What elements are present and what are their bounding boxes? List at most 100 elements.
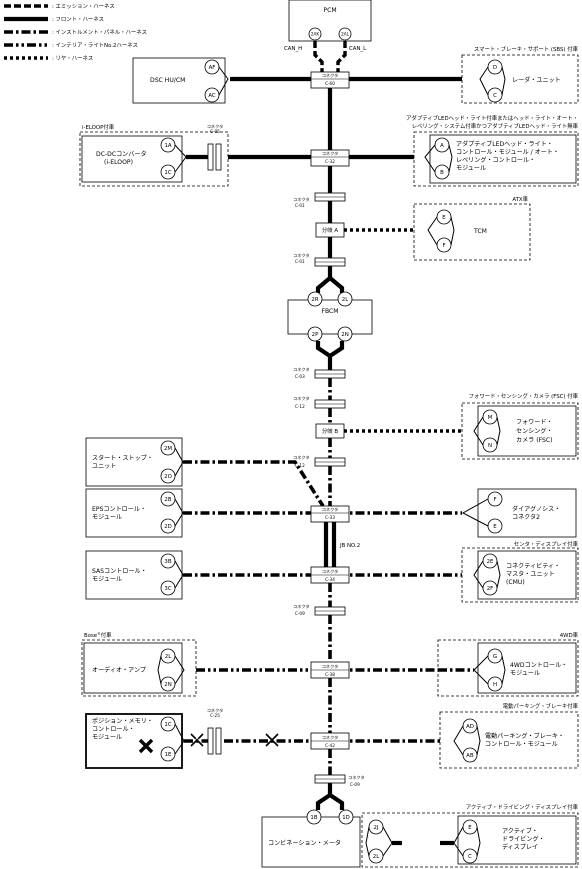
fbcm-pin-2n (337, 326, 353, 342)
sas-module[interactable]: SASコントロール・ モジュール 3B 3C (85, 550, 184, 600)
c42-label: C-42 (325, 743, 335, 748)
dcdc-module[interactable]: i-ELOOP付車 DC-DCコンバータ (i-ELOOP) 1A 1C コネク… (79, 123, 229, 187)
startstop-title-2: ユニット (92, 463, 116, 470)
dlc-pin-f-label: F (493, 497, 496, 503)
sas-pin-3b-label: 3B (164, 559, 171, 565)
tcm-module[interactable]: ATX車 E F TCM (413, 195, 531, 261)
c60-label: C-60 (325, 81, 335, 86)
alh-module[interactable]: アダプティブLEDヘッド・ライト付車またはヘッド・ライト・オート・ レベリング・… (406, 114, 579, 187)
dlc-title-1: ダイアグノシス・ (512, 505, 560, 513)
wire-fbcm-c03 (315, 341, 345, 370)
connector-c42: コネクタ C-42 (310, 732, 350, 750)
eps-pin-2b-label: 2B (164, 497, 171, 503)
fbcm-pin-2p (307, 326, 323, 342)
seat-title-1: ポジション・メモリ・ (92, 717, 153, 725)
awd-pin-h-label: H (493, 682, 497, 688)
seat-pin-1c-label: 1C (164, 722, 171, 728)
eps-module[interactable]: EPSコントロール・ モジュール 2B 2D (85, 488, 184, 538)
alh-pin-a-label: A (440, 143, 444, 149)
epb-title-1: 電動パーキング・ブレーキ・ (485, 732, 564, 740)
c03-label: C-03 (295, 374, 305, 379)
connector-c09a: コネクタ C-09 (293, 603, 346, 616)
add-pin-2j-label: 2J (373, 825, 378, 831)
c12a-label: C-12 (295, 404, 305, 409)
fsc-module[interactable]: フォワード・センシング・カメラ (FSC) 付車 M N フォワード・ センシン… (461, 392, 579, 460)
c05-tag: コネクタ (207, 123, 224, 130)
legend-label-instrument: : インストルメント・パネル・ハーネス (52, 29, 147, 36)
awd-module[interactable]: 4WD車 G H 4WDコントロール・ モジュール (437, 631, 579, 697)
add-title-1: アクティブ・ (502, 827, 538, 835)
add-module[interactable]: アクティブ・ドライビング・ディスプレイ付車 2J 2L E C アクティブ・ ド… (361, 803, 579, 868)
wire-c01-fbcm (315, 266, 345, 293)
meter-pin-1b-label: 1B (310, 815, 317, 821)
c05-label: C-05 (210, 129, 220, 134)
fbcm-pin-2l-label: 2L (342, 297, 348, 303)
awd-title-1: 4WDコントロール・ (510, 662, 567, 669)
svg-text:コネクタ: コネクタ (293, 603, 310, 610)
branch-b-label: 分岐 B (322, 427, 338, 435)
connector-c03: コネクタ C-03 (293, 366, 346, 379)
fbcm-pin-2r (307, 291, 323, 307)
dsc-pin-af-label: AF (209, 65, 216, 71)
seat-pin-1e-label: 1E (165, 752, 172, 758)
pcm-pin-2ak (308, 27, 322, 41)
radar-pin-d-label: D (493, 65, 497, 71)
eps-pin-2d-label: 2D (164, 524, 172, 530)
fsc-title-1: フォワード・ (516, 419, 553, 426)
epb-pin-ad-label: AD (466, 724, 474, 730)
meter-pin-1d-label: 1D (342, 815, 350, 821)
audio-pin-2n-label: 2N (164, 682, 171, 688)
branch-a-label: 分岐 A (322, 226, 338, 234)
dlc-pin-e-label: E (493, 524, 497, 530)
fbcm-pin-2r-label: 2R (311, 297, 318, 303)
add-pin-c-label: C (468, 854, 472, 860)
meter-module[interactable]: コンビネーション・メータ 1B 1D (261, 809, 361, 868)
legend-label-emission: : エミッション・ハーネス (52, 3, 115, 10)
audio-module[interactable]: Bose®付車 オーディオ・アンプ 2L 2N (81, 631, 197, 697)
connector-c34: コネクタ C-34 (310, 566, 350, 584)
alh-option-2: レベリング・システム付車かつアダプティブLEDヘッド・ライト無車 (412, 122, 579, 130)
epb-module[interactable]: 電動パーキング・ブレーキ付車 AD AB 電動パーキング・ブレーキ・ コントロー… (439, 702, 579, 769)
dlc-module[interactable]: F E ダイアグノシス・ コネクタ2 (461, 488, 577, 538)
fbcm-module[interactable]: FBCM 2R 2L 2P 2N (287, 291, 373, 342)
c33-label: C-33 (325, 515, 335, 520)
jb-label: JB NO.2 (339, 543, 360, 549)
cmu-title-2: マスタ・ユニット (506, 570, 555, 578)
svg-text:コネクタ: コネクタ (293, 196, 310, 203)
connector-c60: コネクタ C-60 (310, 71, 350, 89)
c38-label: C-38 (325, 672, 335, 677)
eps-title-1: EPSコントロール・ (92, 506, 146, 513)
connector-c12b: コネクタ C-12 (293, 454, 346, 468)
svg-text:コネクタ: コネクタ (293, 252, 310, 259)
radar-module[interactable]: スマート・ブレーキ・サポート (SBS) 付車 D C レーダ・ユニット (461, 45, 579, 104)
c05-connector-left (207, 143, 214, 171)
radar-option: スマート・ブレーキ・サポート (SBS) 付車 (474, 45, 579, 53)
svg-text:コネクタ: コネクタ (293, 366, 310, 373)
meter-title: コンビネーション・メータ (268, 839, 341, 847)
eps-title-2: モジュール (92, 514, 122, 521)
startstop-module[interactable]: スタート・ストップ・ ユニット 2M 2O (85, 437, 184, 487)
c32-label: C-32 (325, 159, 335, 164)
cmu-module[interactable]: センタ・ディスプレイ付車 2E 2F コネクティビティ・ マスタ・ユニット (C… (461, 540, 579, 603)
c25-connector-right (215, 727, 222, 755)
epb-pin-ab-label: AB (466, 753, 474, 759)
dcdc-pin-1a-label: 1A (164, 143, 171, 149)
pcm-pin-2al-label: 2AL (341, 32, 350, 37)
alh-title-3: レベリング・コントロール・ (456, 156, 535, 164)
fsc-pin-m-label: M (488, 415, 493, 421)
dsc-title: DSC HU/CM (150, 77, 185, 84)
svg-text:コネクタ: コネクタ (322, 506, 339, 513)
pcm-module[interactable]: PCM 2AK 2AL CAN_H CAN_L (284, 0, 372, 52)
dsc-module[interactable]: DSC HU/CM AF AC (132, 57, 229, 104)
c25-label: C-25 (210, 713, 220, 718)
svg-text:コネクタ: コネクタ (322, 150, 339, 157)
seat-module[interactable]: ポジション・メモリ・ コントロール・ モジュール 1C 1E コネクタ C-25 (85, 707, 279, 769)
alh-option-1: アダプティブLEDヘッド・ライト付車またはヘッド・ライト・オート・ (406, 114, 578, 122)
c09a-label: C-09 (295, 611, 305, 616)
fbcm-title: FBCM (321, 308, 338, 315)
pcm-can-h: CAN_H (284, 46, 302, 52)
add-pin-e-label: E (468, 825, 472, 831)
startstop-pin-2o-label: 2O (164, 474, 172, 480)
wire-pcm-canl (336, 41, 347, 72)
